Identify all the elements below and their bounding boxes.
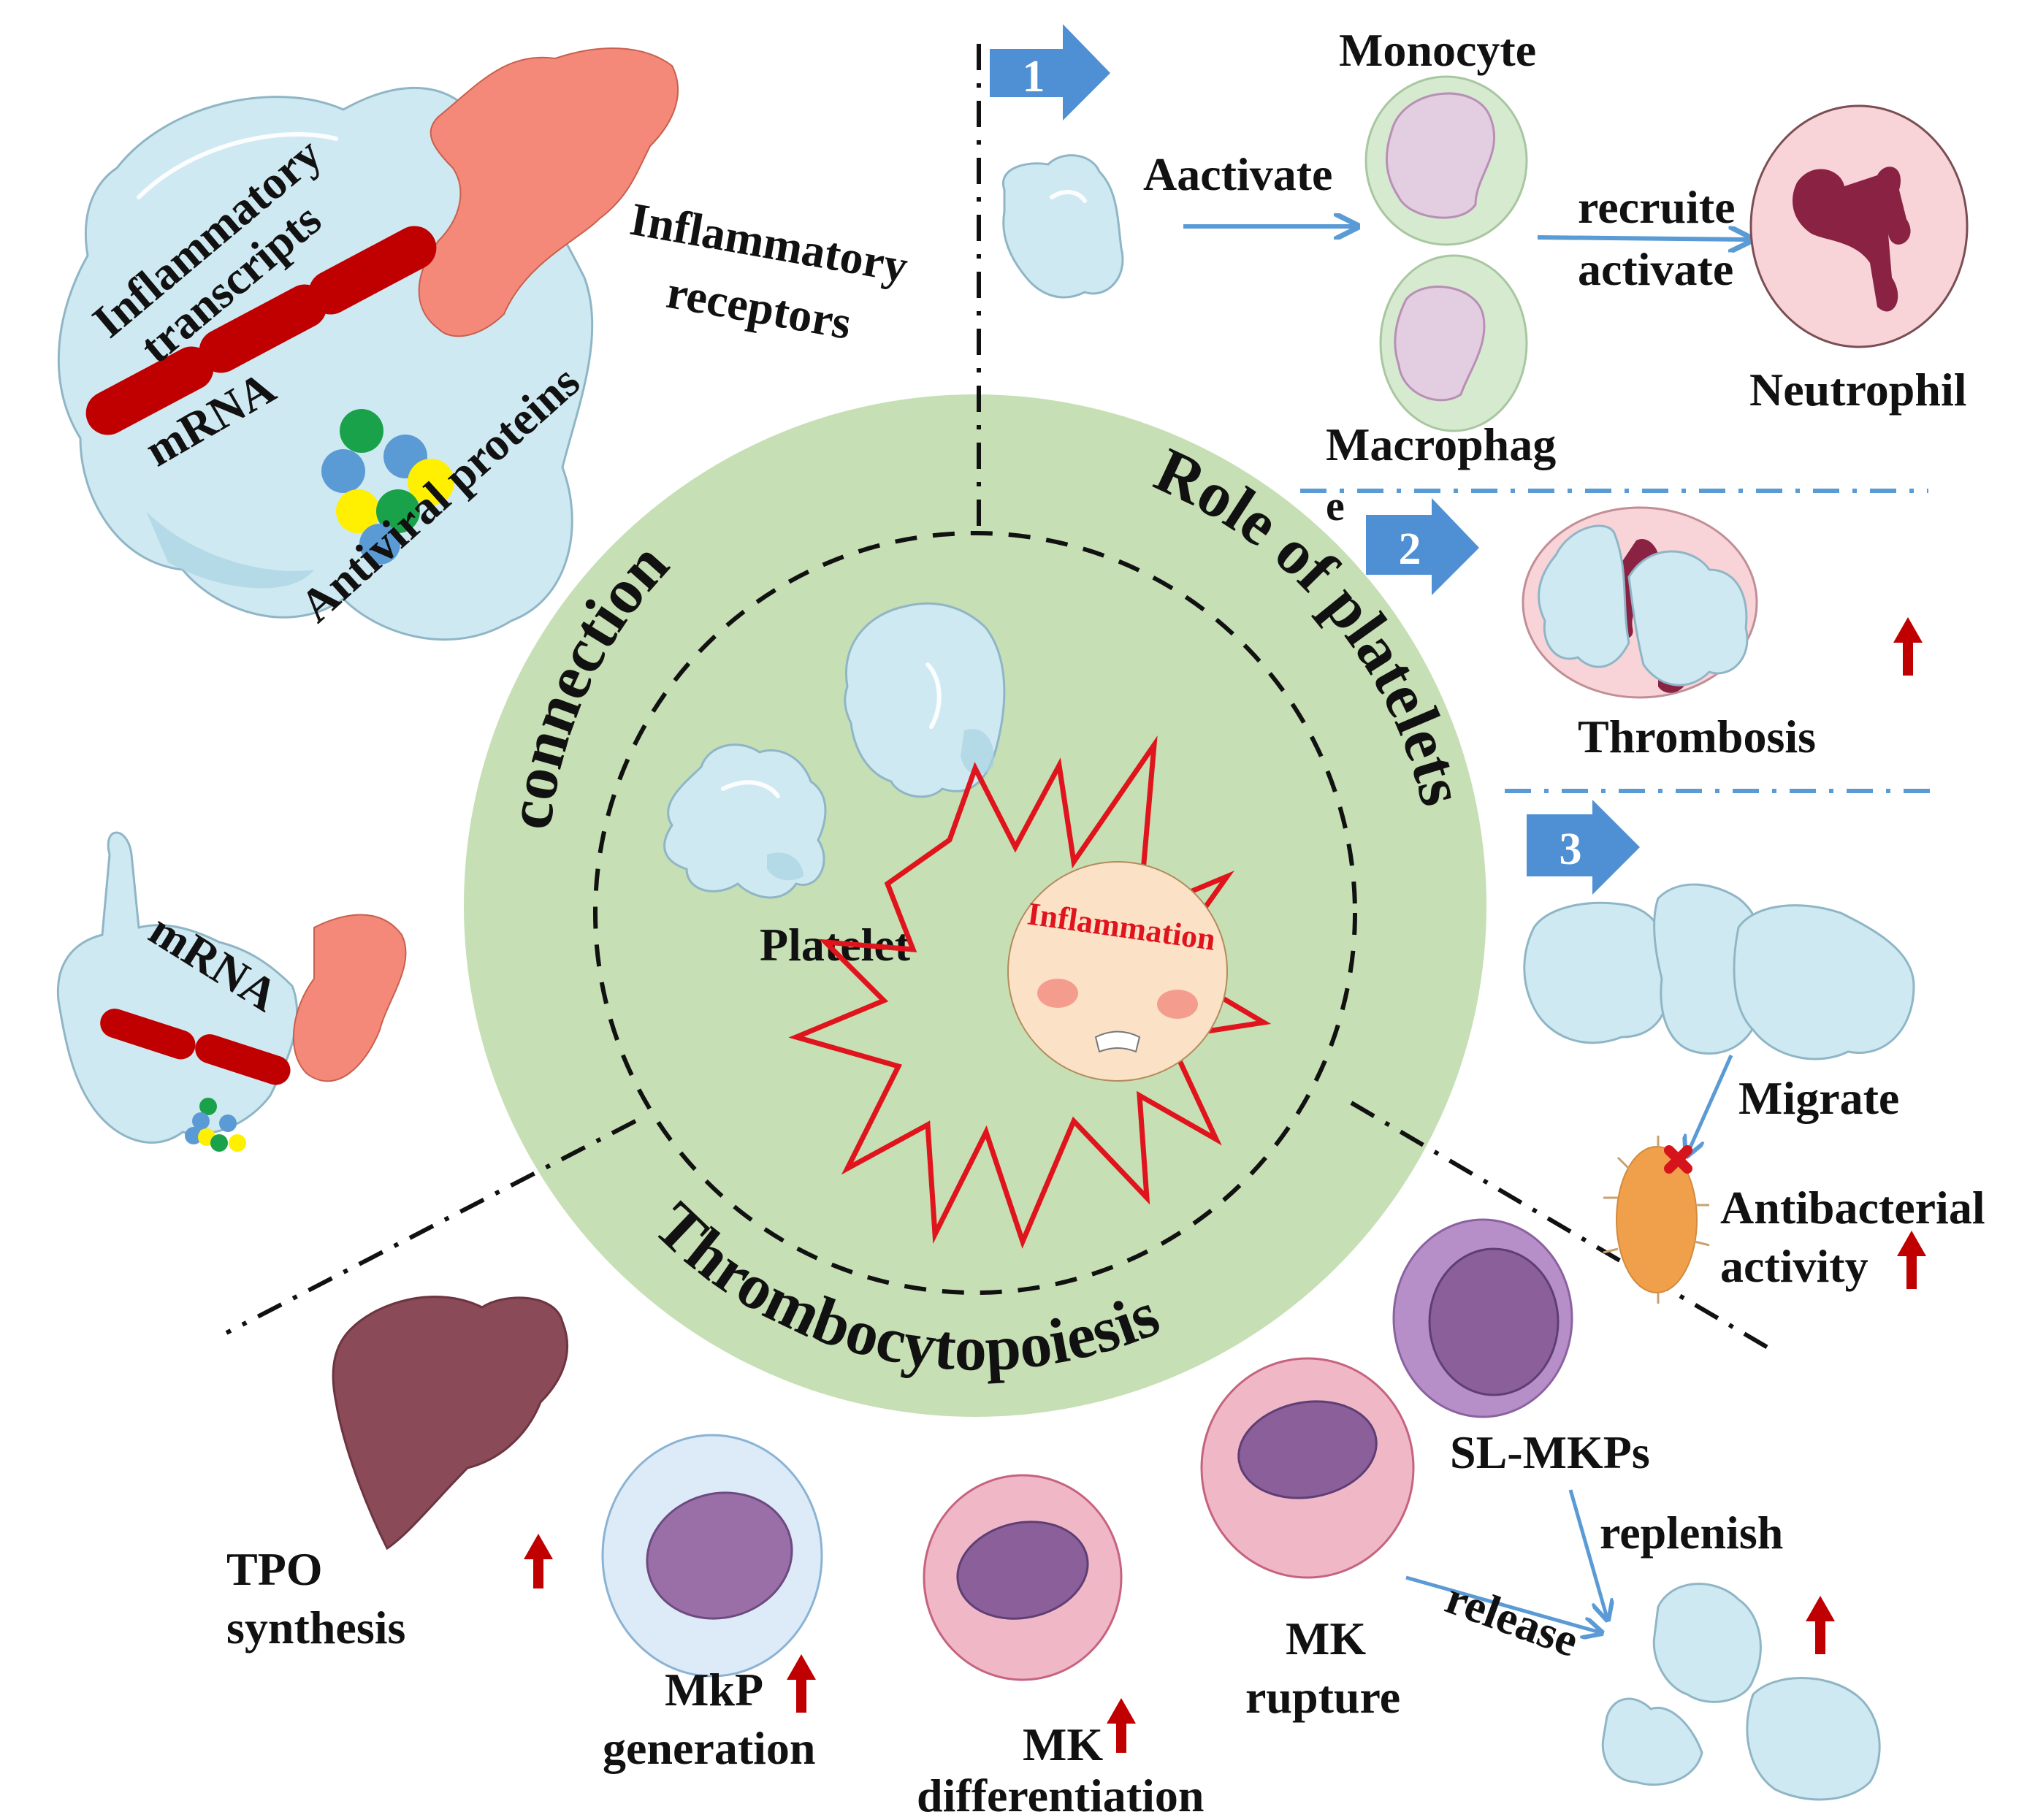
label-macrophage-1: Macrophag [1326, 418, 1556, 470]
arrow-migrate [1687, 1054, 1733, 1154]
mk-differentiation-cell-icon [923, 1474, 1123, 1681]
kill-x-icon [1664, 1145, 1692, 1174]
platelet-large-icon [844, 602, 1006, 798]
up-arrow-mkp-icon [787, 1654, 816, 1713]
label-antibacterial-1: Antibacterial [1720, 1182, 1985, 1234]
inflammation-face [1007, 861, 1228, 1082]
up-arrow-antibacterial-icon [1897, 1231, 1926, 1289]
antiviral-proteins-small-icon [185, 1098, 246, 1152]
label-mk-diff: MK [1023, 1718, 1103, 1770]
mk-rupture-cell-icon [1200, 1357, 1415, 1579]
up-arrow-thrombosis-icon [1893, 617, 1923, 676]
platelet-small-icon [663, 743, 827, 899]
label-recruite-activate: activate [1578, 243, 1733, 295]
divider-bottom-left [225, 1119, 637, 1335]
liver-icon [332, 1296, 569, 1551]
label-tpo-synthesis: synthesis [226, 1602, 405, 1653]
label-monocyte: Monocyte [1339, 24, 1536, 76]
platelet-role1-icon [1001, 154, 1124, 299]
arrow-replenish [1568, 1489, 1607, 1618]
mrna-strand-small [100, 1009, 291, 1085]
step-1-number: 1 [1023, 52, 1045, 102]
label-tpo: TPO [226, 1543, 323, 1595]
label-replenish: replenish [1600, 1507, 1783, 1559]
step-1-arrow: 1 [990, 24, 1110, 121]
platelet-mrna-small-illustration [56, 831, 407, 1152]
mrna-strand [85, 226, 437, 435]
label-mkp-generation: generation [603, 1722, 816, 1774]
inflammatory-receptor-small [292, 914, 407, 1082]
central-circle [464, 394, 1486, 1417]
label-mk-differentiation: differentiation [917, 1770, 1204, 1820]
face-cheek-right [1157, 990, 1198, 1019]
monocyte-icon [1364, 75, 1528, 246]
platelet-transcripts-illustration [57, 47, 679, 641]
role-dividers [1300, 489, 1936, 793]
bacterium-icon [1603, 1136, 1710, 1304]
step-2-number: 2 [1399, 524, 1421, 574]
label-sl-mkps: SL-MKPs [1450, 1426, 1650, 1478]
up-arrow-platelets-icon [1806, 1596, 1835, 1654]
section-dividers [225, 44, 1769, 1350]
label-migrate: Migrate [1738, 1072, 1899, 1124]
sl-mkps-cell-icon [1392, 1218, 1573, 1418]
label-thrombosis: Thrombosis [1578, 711, 1816, 762]
arrow-recruite [1537, 237, 1749, 240]
face-mouth [1094, 1031, 1141, 1053]
thrombosis-icon [1522, 506, 1758, 699]
step-2-arrow: 2 [1366, 498, 1479, 595]
platelet-cluster-icon [1523, 883, 1915, 1060]
step-3-number: 3 [1560, 825, 1582, 874]
mkp-cell-icon [601, 1434, 823, 1678]
up-arrow-mk-diff-icon [1107, 1698, 1136, 1753]
green-circle [464, 394, 1486, 1417]
arrow-release [1405, 1575, 1600, 1632]
inflammation-star-icon [788, 735, 1272, 1249]
label-release: release [1439, 1571, 1585, 1667]
label-mk-rupture-2: rupture [1245, 1671, 1400, 1723]
label-neutrophil: Neutrophil [1749, 364, 1967, 416]
label-aactivate: Aactivate [1143, 148, 1332, 200]
divider-bottom-right [1350, 1101, 1769, 1350]
antiviral-proteins-icon [321, 409, 454, 565]
released-platelets-icon [1601, 1583, 1881, 1801]
label-recruite: recruite [1578, 181, 1736, 233]
face-cheek-left [1037, 979, 1078, 1008]
step-3-arrow: 3 [1527, 800, 1640, 895]
neutrophil-icon [1749, 104, 1969, 348]
macrophage-icon [1379, 254, 1528, 432]
label-antibacterial-2: activity [1720, 1240, 1868, 1292]
inner-dashed-circle [593, 531, 1357, 1295]
label-mk-rupture-1: MK [1286, 1613, 1366, 1664]
up-arrow-tpo-icon [524, 1534, 553, 1588]
label-macrophage-2: e [1326, 482, 1345, 529]
inflammatory-receptor [418, 47, 679, 337]
label-mkp: MkP [665, 1664, 763, 1716]
